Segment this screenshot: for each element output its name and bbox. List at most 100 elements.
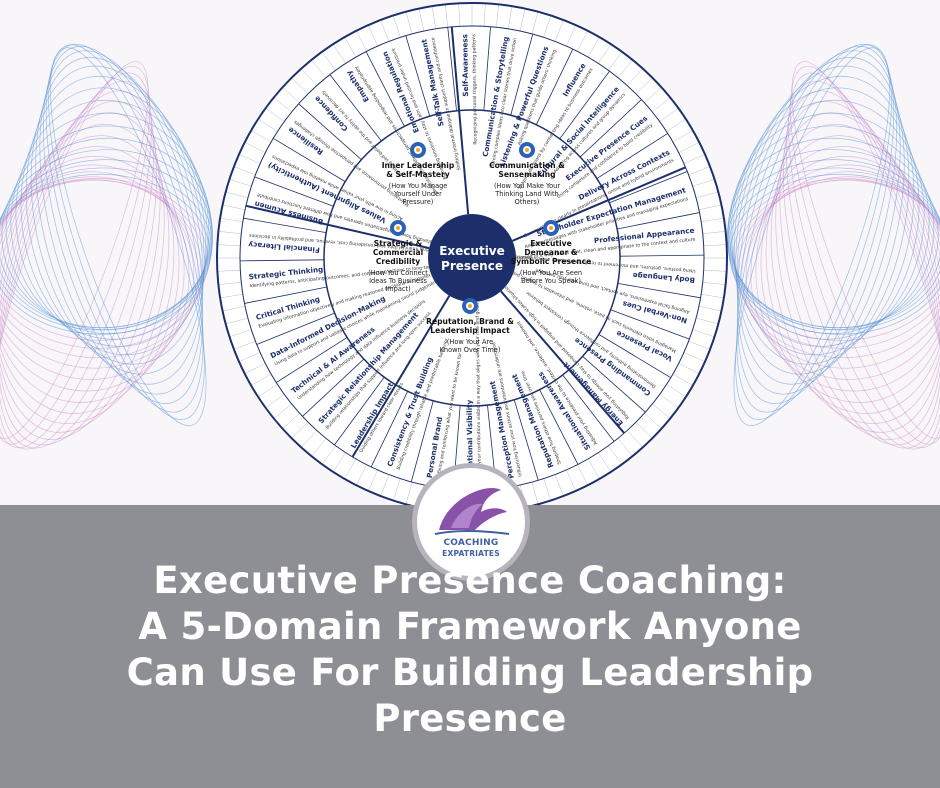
competency-divider — [559, 70, 610, 140]
outer-ring-tick — [627, 430, 643, 448]
domain-subtitle-line: Thinking Land With — [494, 190, 558, 198]
competency-desc: Recognizing personal triggers, thinking … — [471, 33, 478, 144]
swirl-line — [788, 72, 940, 449]
outer-ring-tick — [698, 305, 722, 312]
outer-ring-tick — [587, 37, 600, 58]
outer-ring-tick — [405, 11, 413, 34]
outer-ring-tick — [554, 19, 564, 42]
outer-ring-tick — [644, 413, 662, 429]
competency-divider — [582, 356, 646, 413]
outer-ring-tick — [220, 217, 243, 222]
competency-divider — [273, 137, 346, 182]
center-hub — [428, 214, 516, 302]
swirl-line — [745, 171, 940, 380]
outer-ring-tick — [554, 474, 564, 497]
outer-ring-tick — [218, 231, 242, 234]
gear-person-icon — [543, 220, 559, 236]
swirl-line — [15, 99, 210, 347]
domain-title-line: Symbolic Presence — [511, 257, 592, 266]
outer-ring-tick — [258, 118, 278, 132]
swirl-line — [25, 75, 206, 365]
domain-subtitle-line: (How You Make Your — [494, 182, 560, 190]
competency-divider — [562, 374, 615, 442]
swirl-line — [0, 173, 211, 335]
outer-ring-tick — [233, 166, 256, 176]
outer-ring-tick — [666, 384, 686, 398]
domain-divider — [245, 204, 430, 250]
outer-ring-tick — [635, 421, 653, 439]
swirl-line — [30, 65, 205, 375]
domain-subtitle-line: Yourself Under — [393, 190, 442, 198]
outer-ring-tick — [251, 130, 272, 143]
outer-ring-tick — [273, 403, 292, 419]
outer-ring-tick — [692, 329, 715, 338]
swirl-line — [790, 65, 940, 445]
outer-ring-tick — [566, 469, 576, 492]
headline-line-3: Can Use For Building Leadership — [126, 651, 814, 694]
swirl-line — [760, 146, 940, 414]
outer-ring-tick — [265, 107, 285, 122]
outer-ring-tick — [392, 478, 401, 501]
outer-ring-tick — [698, 204, 722, 211]
domain-title-line: Commercial — [373, 248, 423, 257]
outer-ring-tick — [701, 217, 724, 222]
swirl-line — [10, 112, 211, 340]
outer-ring-tick — [617, 438, 633, 457]
domain-4: Reputation, Brand &Leadership Impact(How… — [426, 298, 514, 354]
swirl-line — [750, 164, 940, 392]
coaching-expatriates-logo: COACHING EXPATRIATES — [417, 468, 525, 576]
competency-divider — [329, 74, 382, 142]
swirl-line — [732, 87, 920, 356]
swirl-line — [0, 171, 195, 380]
domain-title-line: & Self-Mastery — [386, 170, 450, 179]
outer-ring-tick — [702, 231, 726, 234]
competency-divider — [510, 33, 534, 116]
outer-ring-tick — [222, 305, 246, 312]
outer-ring-tick — [531, 482, 539, 505]
competency-divider — [410, 400, 434, 483]
outer-ring-tick — [233, 340, 256, 350]
competency-divider — [617, 283, 701, 299]
outer-ring-tick — [356, 30, 367, 52]
outer-ring-tick — [217, 269, 241, 272]
outer-ring-tick — [519, 484, 525, 505]
competency-divider — [609, 171, 688, 204]
competency-divider — [276, 337, 348, 383]
outer-ring-tick — [238, 352, 261, 362]
outer-ring-tick — [380, 19, 390, 42]
outer-ring-tick — [244, 363, 266, 374]
competency-divider — [244, 286, 327, 304]
outer-ring-tick — [702, 282, 726, 285]
outer-ring-tick — [672, 130, 693, 143]
outer-ring-tick — [688, 340, 711, 350]
swirl-line — [5, 125, 212, 334]
domain-subtitle-line: (How You Manage — [389, 182, 448, 190]
swirl-line — [736, 57, 905, 385]
outer-ring-tick — [659, 107, 679, 122]
outer-ring-tick — [608, 51, 623, 71]
outer-ring-tick — [701, 294, 724, 299]
domain-title-line: Executive — [530, 239, 571, 248]
outer-ring-tick — [652, 97, 671, 113]
outer-ring-tick — [531, 11, 539, 34]
swirl-line — [0, 72, 152, 449]
domain-divider — [351, 295, 451, 458]
competency-divider — [298, 103, 362, 160]
domain-1: Inner Leadership& Self-Mastery(How You M… — [382, 142, 455, 206]
outer-ring-tick — [683, 352, 706, 362]
outer-ring-tick — [311, 438, 327, 457]
swirl-line — [0, 135, 175, 424]
swirl-line — [765, 135, 940, 424]
competency-divider — [334, 376, 385, 446]
outer-ring-tick — [321, 445, 336, 465]
outer-ring-tick — [566, 24, 576, 47]
swirl-line — [737, 45, 897, 404]
competency-name: Intentional Visibility — [465, 399, 475, 482]
competency-divider — [447, 27, 457, 111]
domain-subtitle-line: Before You Speak) — [521, 277, 581, 285]
outer-ring-tick — [672, 373, 693, 386]
outer-ring-tick — [222, 204, 246, 211]
